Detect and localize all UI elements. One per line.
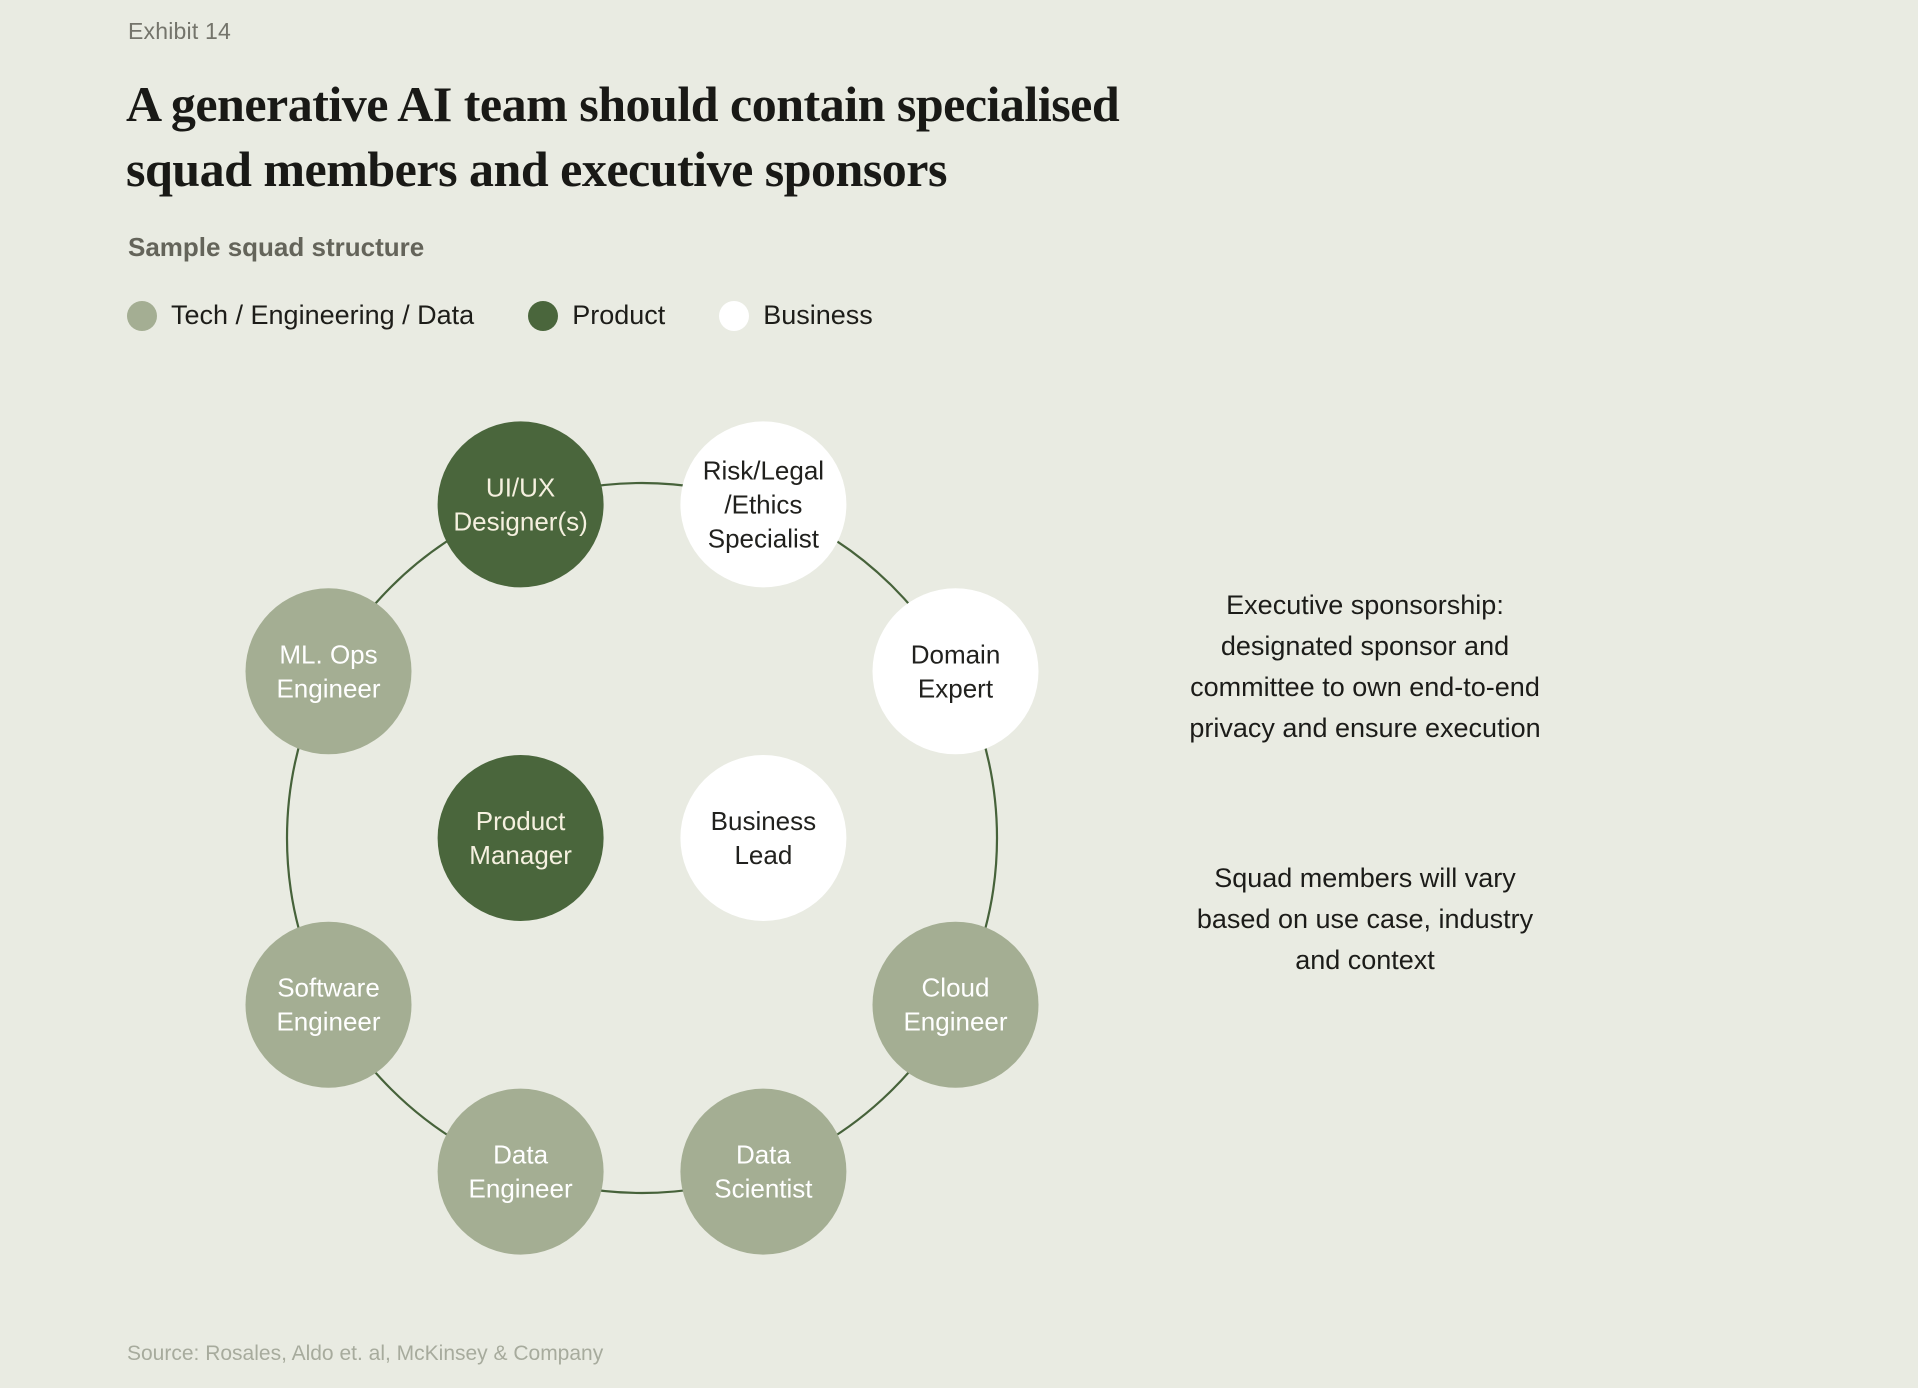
page-subtitle: Sample squad structure <box>128 232 425 262</box>
connector-ring <box>285 481 999 1195</box>
exhibit-number: Exhibit 14 <box>128 18 232 44</box>
legend-label-product: Product <box>572 300 666 330</box>
annotation-executive-sponsorship: Executive sponsorship: designated sponso… <box>1189 590 1541 743</box>
annotation-squad-variation: Squad members will vary based on use cas… <box>1196 863 1534 975</box>
node-circle-domain-expert <box>872 588 1039 755</box>
legend-dot-product <box>528 300 559 331</box>
legend-dot-tech <box>127 300 157 331</box>
node-circle-data-engineer <box>437 1088 604 1255</box>
node-circle-cloud-engineer <box>872 921 1039 1088</box>
source-note: Source: Rosales, Aldo et. al, McKinsey &… <box>127 1342 604 1365</box>
page-title: A generative AI team should contain spec… <box>126 76 1120 197</box>
legend: Tech / Engineering / Data Product Business <box>127 300 927 331</box>
legend-item-business: Business <box>719 300 873 331</box>
legend-item-product: Product <box>528 300 665 331</box>
node-circle-business-lead <box>680 755 847 921</box>
legend-dot-business <box>719 300 750 331</box>
legend-label-business: Business <box>763 300 873 330</box>
legend-label-tech: Tech / Engineering / Data <box>171 300 475 330</box>
legend-item-tech: Tech / Engineering / Data <box>127 300 474 331</box>
node-circle-product-manager <box>437 755 604 921</box>
node-circle-software-engineer <box>245 921 412 1088</box>
node-circle-uiux-designer <box>437 421 604 588</box>
node-circle-risk-legal-ethics-specialist <box>680 421 847 588</box>
node-circle-data-scientist <box>680 1088 847 1255</box>
node-circle-ml-ops-engineer <box>245 588 412 755</box>
